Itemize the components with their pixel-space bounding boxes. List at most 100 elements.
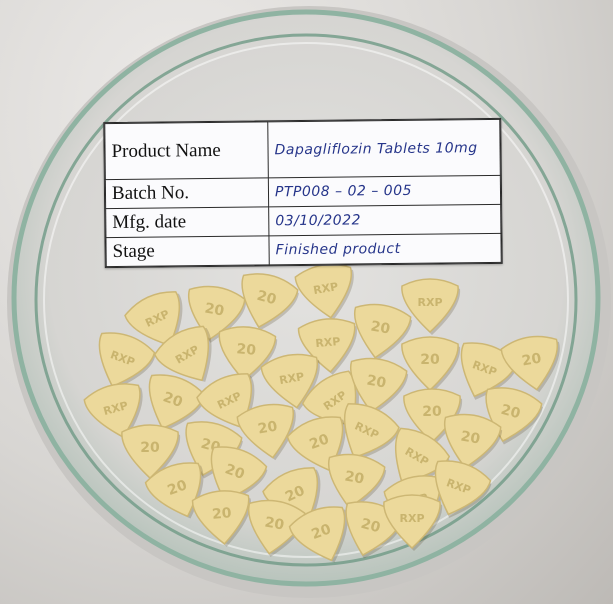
- tablet-body: [153, 325, 210, 382]
- tablet-imprint: 20: [307, 431, 331, 453]
- tablet-imprint: 20: [343, 468, 365, 487]
- tablet-imprint: 20: [236, 341, 257, 359]
- tablet-imprint: 20: [309, 521, 333, 543]
- tablet: 20: [241, 273, 299, 331]
- tablet-imprint: 20: [263, 514, 285, 533]
- tablet-imprint: 20: [365, 372, 387, 391]
- tablet: 20: [500, 335, 560, 393]
- tablet-imprint: 20: [359, 516, 382, 537]
- tablet: RXP: [343, 403, 400, 461]
- tablet: 20: [144, 462, 204, 519]
- tablet: RXP: [460, 342, 518, 400]
- tablet-imprint: 20: [257, 418, 279, 437]
- tablet-body: [500, 335, 559, 391]
- label-key-mfg: Mfg. date: [105, 206, 269, 238]
- tablet-body: [148, 374, 206, 430]
- tablet-imprint: 20: [211, 505, 232, 523]
- tablet-imprint: 20: [420, 352, 440, 368]
- tablet-body: [434, 460, 492, 516]
- tablet-imprint: 20: [161, 389, 185, 411]
- tablet-imprint: RXP: [399, 512, 424, 525]
- tablet-body: [286, 416, 344, 472]
- label-value-product: Dapagliflozin Tablets 10mg: [267, 119, 501, 178]
- tablet-body: [236, 403, 295, 459]
- label-key-stage: Stage: [105, 235, 270, 267]
- label-key-product: Product Name: [104, 121, 269, 180]
- tablet: RXP: [383, 494, 443, 551]
- tablet: 20: [401, 336, 461, 393]
- tablet: RXP: [434, 460, 492, 518]
- label-value-stage: Finished product: [268, 233, 502, 265]
- tablet: 20: [349, 357, 409, 415]
- product-label: Product Name Dapagliflozin Tablets 10mg …: [103, 117, 503, 269]
- tablet-imprint: RXP: [315, 335, 341, 350]
- tablet-body: [443, 413, 502, 469]
- label-table: Product Name Dapagliflozin Tablets 10mg …: [104, 119, 502, 267]
- tablet: RXP: [153, 325, 212, 382]
- dish-highlight: [43, 42, 569, 558]
- tablet-body: [124, 291, 181, 347]
- tablet-imprint: 20: [140, 440, 160, 456]
- tablet-body: [297, 318, 356, 373]
- tablet-body: [191, 490, 250, 545]
- tablet-imprint: 20: [283, 483, 308, 506]
- tablet: RXP: [196, 373, 255, 430]
- label-row-stage: Stage Finished product: [105, 233, 502, 267]
- tablet: 20: [191, 490, 251, 547]
- tablet-imprint: 20: [223, 461, 247, 483]
- tablet-imprint: 20: [459, 428, 481, 447]
- tablet-body: [210, 446, 268, 502]
- tablet-imprint: 20: [521, 350, 543, 369]
- tablet-imprint: RXP: [417, 296, 442, 309]
- tablet-body: [144, 462, 202, 518]
- tablet-body: [401, 336, 459, 392]
- tablet-body: [349, 357, 408, 413]
- tablet-body: [301, 370, 357, 426]
- tablet-body: [218, 326, 277, 381]
- tablet-imprint: 20: [369, 318, 391, 337]
- tablet: 20: [286, 416, 346, 473]
- dish-inner-rim: [34, 33, 578, 567]
- tablet-body: [401, 278, 459, 334]
- tablet: RXP: [401, 278, 461, 335]
- tablet-body: [98, 332, 156, 388]
- label-value-batch: PTP008 – 02 – 005: [268, 175, 501, 207]
- label-key-batch: Batch No.: [105, 177, 269, 209]
- tablet-imprint: 20: [422, 404, 442, 420]
- label-row-product: Product Name Dapagliflozin Tablets 10mg: [104, 119, 501, 180]
- tablet: 20: [247, 499, 307, 557]
- tablet: 20: [485, 387, 543, 445]
- tablet-body: [196, 373, 253, 429]
- tablet: 20: [443, 413, 503, 471]
- tablet: RXP: [83, 383, 143, 440]
- tablet-body: [121, 424, 179, 480]
- tablet: 20: [218, 326, 278, 384]
- tablet-body: [343, 403, 400, 459]
- tablet-imprint: RXP: [102, 399, 130, 418]
- tablet-imprint: RXP: [312, 280, 339, 297]
- tablet-body: [353, 303, 412, 359]
- tablet: 20: [236, 403, 296, 461]
- tablet-body: [241, 273, 299, 329]
- label-value-mfg: 03/10/2022: [268, 204, 501, 236]
- tablet-body: [327, 453, 386, 509]
- tablet: 20: [288, 506, 348, 563]
- tablet: RXP: [98, 332, 156, 390]
- tablet: RXP: [124, 291, 183, 348]
- tablet-imprint: 20: [255, 288, 278, 309]
- tablet: 20: [327, 453, 387, 511]
- tablet-body: [260, 353, 319, 409]
- tablet-body: [83, 383, 141, 439]
- label-row-batch: Batch No. PTP008 – 02 – 005: [105, 175, 501, 209]
- tablet: 20: [148, 374, 206, 432]
- tablet: RXP: [297, 318, 357, 375]
- tablet-imprint: 20: [499, 402, 522, 423]
- tablet-imprint: RXP: [278, 370, 305, 387]
- label-row-mfg: Mfg. date 03/10/2022: [105, 204, 501, 238]
- tablet-body: [383, 494, 441, 550]
- tablet-imprint: 20: [165, 477, 189, 499]
- tablet-body: [288, 506, 346, 562]
